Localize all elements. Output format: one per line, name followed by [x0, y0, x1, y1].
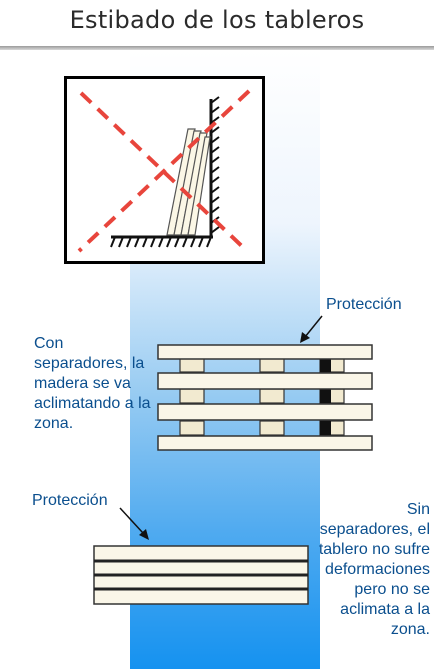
arrow-protection-top: [300, 315, 323, 343]
incorrect-stacking-panel: [64, 76, 265, 264]
text-with-spacers: Con separadores, la madera se va aclimat…: [34, 335, 151, 432]
spaced-boards: [157, 344, 373, 451]
protection-label-bottom: Protección: [32, 492, 108, 509]
spacers: [179, 357, 345, 436]
incorrect-stacking-illustration: [77, 89, 251, 253]
leaning-boards: [166, 128, 211, 236]
wall-hatching: [210, 96, 220, 234]
header: Estibado de los tableros: [0, 0, 434, 50]
protection-label-top: Protección: [326, 296, 402, 313]
stack-with-spacers: [157, 344, 373, 451]
dark-spacer-marks: [320, 358, 331, 435]
board-separation-lines: [94, 559, 308, 591]
red-cross: [77, 89, 251, 253]
stack-without-spacers: [93, 545, 309, 605]
floor-hatching: [110, 236, 212, 248]
page-title: Estibado de los tableros: [69, 6, 365, 34]
arrow-protection-bottom: [119, 507, 149, 540]
text-without-spacers: Sin separadores, el tablero no sufre def…: [318, 501, 430, 638]
title-rule: [0, 46, 434, 50]
